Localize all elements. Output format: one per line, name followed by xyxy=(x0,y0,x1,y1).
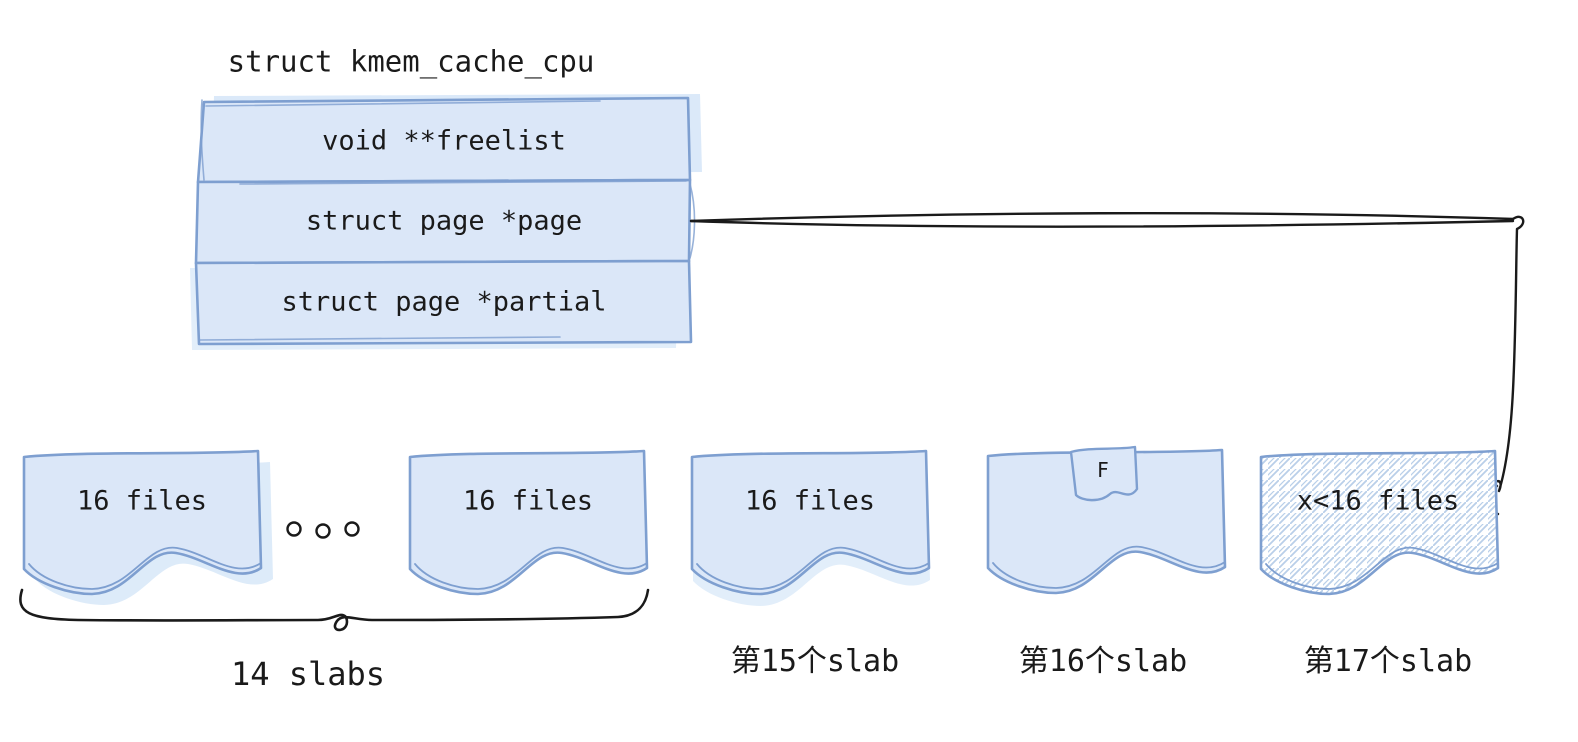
slab-17 xyxy=(1259,449,1500,596)
brace-icon xyxy=(19,588,650,632)
slab16-caption: 第16个slab xyxy=(1018,644,1188,679)
struct-field-page: struct page *page xyxy=(305,205,583,237)
slab-15 xyxy=(690,449,931,606)
slab-group-count-label: 14 slabs xyxy=(230,655,386,693)
struct-sketch-strokes xyxy=(199,99,561,341)
struct-title: struct kmem_cache_cpu xyxy=(227,44,595,79)
freelist-tab xyxy=(1069,445,1139,502)
slab-group-last-label: 16 files xyxy=(462,485,594,517)
struct-field-partial: struct page *partial xyxy=(281,286,607,318)
slab17-label: x<16 files xyxy=(1296,485,1460,517)
slab16-tab-label: F xyxy=(1097,458,1109,482)
ellipsis-dots-icon xyxy=(286,521,360,539)
struct-box xyxy=(190,94,702,350)
slab-group-first xyxy=(22,449,273,605)
slab-group-first-label: 16 files xyxy=(76,485,208,517)
struct-row-partial xyxy=(194,259,693,346)
slab15-caption: 第15个slab xyxy=(730,644,900,679)
slab-16 xyxy=(986,445,1227,595)
slab17-caption: 第17个slab xyxy=(1303,644,1473,679)
slab-group-last xyxy=(408,449,649,596)
struct-field-freelist: void **freelist xyxy=(322,125,566,157)
slab15-label: 16 files xyxy=(744,485,876,517)
struct-sketch-strokes xyxy=(205,100,696,259)
